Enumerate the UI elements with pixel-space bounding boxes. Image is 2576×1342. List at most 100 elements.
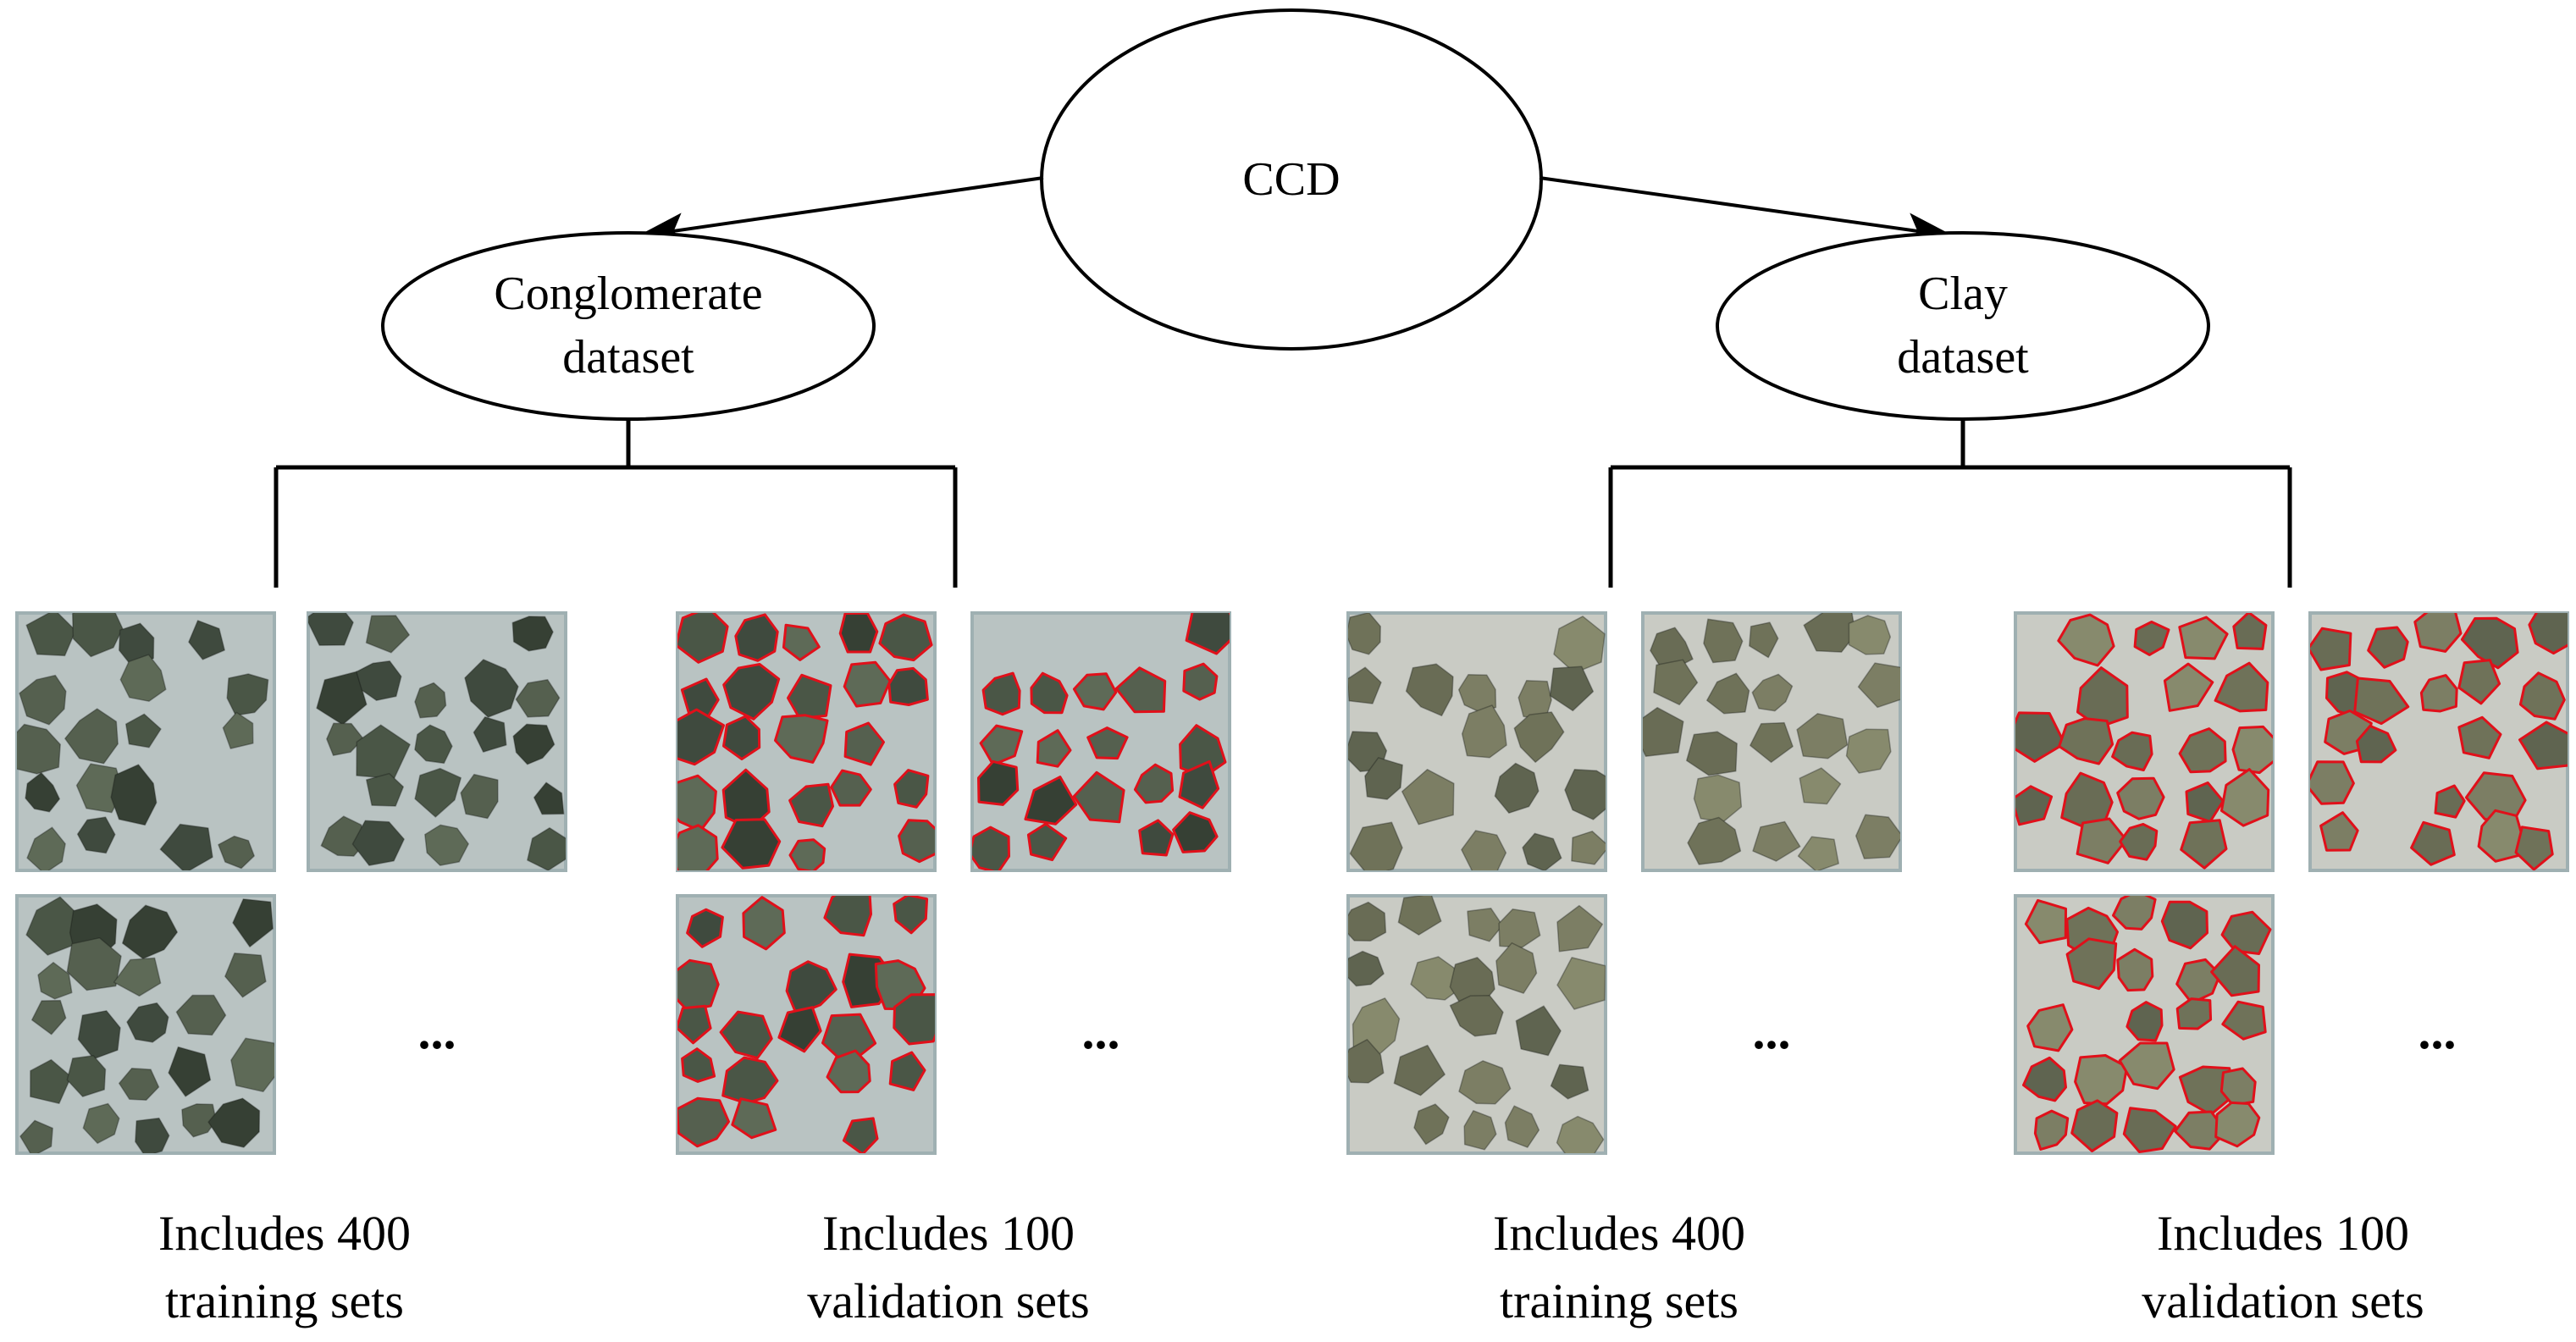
rock — [1515, 1005, 1562, 1057]
rock — [1348, 950, 1385, 987]
rock — [1517, 680, 1552, 721]
annotated-rock — [2410, 820, 2456, 866]
conglomerate-val-sample-3 — [676, 894, 937, 1155]
rock — [1458, 1060, 1512, 1105]
conglomerate-val-sample-1 — [676, 611, 937, 872]
annotated-rock — [830, 769, 872, 807]
annotated-rock — [893, 896, 929, 935]
rock — [1855, 814, 1900, 859]
conglomerate-val-caption-line-1: Includes 100 — [822, 1206, 1075, 1261]
rock — [1550, 1063, 1589, 1100]
annotated-rock — [2464, 771, 2527, 827]
annotated-rock — [2178, 616, 2229, 660]
annotated-rock — [2065, 937, 2118, 991]
annotated-rock — [2160, 900, 2208, 950]
annotated-rock — [2057, 613, 2115, 667]
rock — [1796, 713, 1849, 759]
rock — [230, 1037, 274, 1093]
annotated-rock — [2210, 945, 2260, 997]
rock — [126, 1002, 169, 1043]
rock — [159, 823, 213, 870]
rock — [1349, 821, 1403, 870]
rock — [1703, 618, 1744, 664]
annotated-rock — [893, 769, 930, 809]
annotated-rock — [887, 666, 929, 706]
conglomerate-label-line-2: dataset — [562, 331, 694, 384]
annotated-rock — [677, 774, 717, 832]
annotated-rock — [2185, 781, 2225, 823]
annotated-rock — [721, 768, 771, 831]
annotated-rock — [2457, 659, 2501, 705]
conglomerate-train-sample-2 — [307, 611, 567, 872]
rock — [1687, 816, 1742, 865]
conglomerate-ellipse — [381, 231, 876, 421]
rock — [1504, 1105, 1540, 1148]
annotated-rock — [785, 960, 837, 1016]
annotated-rock — [1086, 726, 1129, 760]
annotated-rock — [2112, 896, 2157, 931]
annotated-rock — [2518, 671, 2566, 721]
rock — [460, 773, 499, 820]
annotated-rock — [2175, 958, 2222, 1005]
conglomerate-node: Conglomerate dataset — [381, 231, 876, 421]
annotated-rock — [722, 663, 781, 721]
annotated-rock — [782, 623, 821, 661]
conglomerate-label-line-1: Conglomerate — [494, 268, 762, 320]
annotated-rock — [2122, 1107, 2177, 1153]
annotated-rock — [788, 782, 834, 828]
annotated-rock — [2214, 1101, 2261, 1148]
rock — [1498, 908, 1541, 948]
annotated-rock — [823, 896, 872, 937]
rock — [19, 674, 67, 726]
conglomerate-train-caption-line-1: Includes 400 — [158, 1206, 411, 1261]
annotated-rock — [2221, 1000, 2267, 1041]
annotated-rock — [2419, 674, 2458, 713]
annotated-rock — [2070, 1099, 2119, 1152]
rock — [222, 711, 254, 749]
annotated-rock — [2353, 677, 2410, 726]
annotated-rock — [2518, 721, 2568, 770]
rock — [64, 708, 119, 765]
rock — [1643, 706, 1684, 757]
rock — [414, 682, 447, 719]
annotated-rock — [981, 671, 1021, 716]
annotated-rock — [2116, 776, 2165, 820]
annotated-rock — [742, 896, 786, 951]
annotated-rock — [2319, 811, 2359, 852]
rock — [1449, 995, 1504, 1037]
rock-cluster — [19, 896, 274, 1153]
clay-train-caption-line-1: Includes 400 — [1493, 1206, 1745, 1261]
annotated-rock — [2232, 613, 2268, 650]
annotated-rock — [2125, 1001, 2164, 1042]
rock — [308, 613, 354, 646]
rock — [110, 764, 158, 826]
rock — [1495, 942, 1538, 994]
rock — [1556, 1115, 1605, 1153]
annotated-rock — [2033, 1109, 2070, 1151]
annotated-rock — [1026, 822, 1068, 862]
rock — [1463, 1110, 1497, 1151]
rock — [1845, 728, 1892, 774]
rock — [1410, 956, 1462, 1001]
annotated-rock — [1172, 811, 1219, 853]
rock — [224, 952, 267, 998]
clay-train-sample-2 — [1641, 611, 1902, 872]
rock — [118, 1068, 160, 1101]
annotated-rock — [2074, 1054, 2129, 1106]
clay-train-caption-line-2: training sets — [1500, 1273, 1739, 1328]
arrow-to-conglomerate — [637, 176, 1044, 246]
annotated-rock — [777, 1006, 822, 1053]
rock-cluster — [2022, 896, 2272, 1153]
rock-cluster — [1348, 896, 1606, 1153]
rock-cluster — [1643, 613, 1900, 870]
annotated-rock — [842, 1117, 879, 1153]
root-node: CCD — [1040, 8, 1543, 351]
rock-cluster — [2310, 613, 2568, 870]
rock — [1556, 904, 1604, 953]
rock — [1650, 627, 1694, 669]
annotated-rock — [2111, 731, 2153, 771]
rock — [1401, 769, 1455, 826]
rock — [1705, 672, 1750, 715]
annotated-rock — [2528, 613, 2568, 655]
